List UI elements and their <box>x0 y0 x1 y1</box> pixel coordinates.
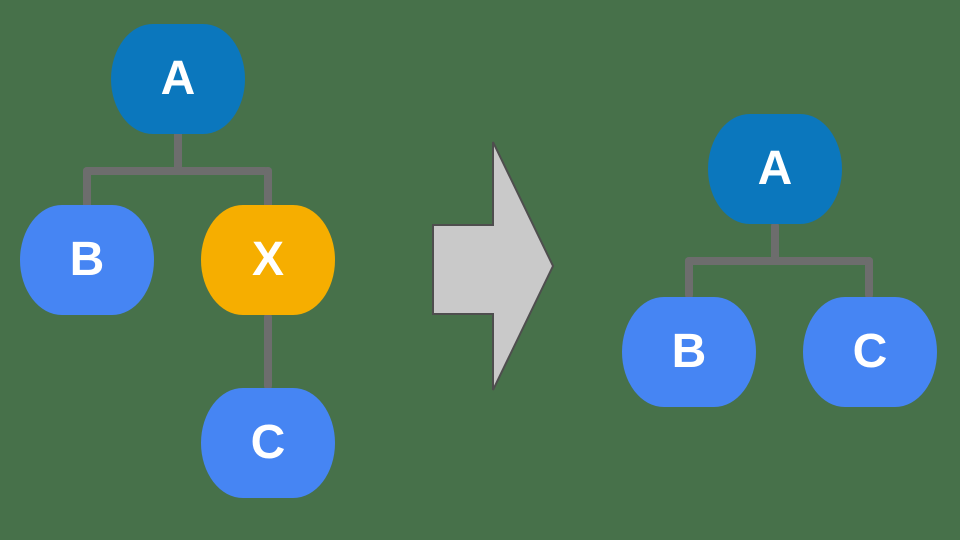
edge-a-to-b <box>83 167 91 209</box>
edge-x-to-c <box>264 313 272 390</box>
edge-a-to-x <box>264 167 272 209</box>
edge-children-bar <box>685 257 873 265</box>
node-label: C <box>852 325 888 378</box>
node-label: X <box>251 233 284 286</box>
node-b-after: B <box>622 297 756 407</box>
node-label: B <box>69 233 105 286</box>
node-a-before: A <box>111 24 245 134</box>
edge-a-stub <box>174 130 182 175</box>
edge-children-bar <box>83 167 272 175</box>
node-label: A <box>160 52 196 105</box>
edge-a-to-c <box>865 257 873 299</box>
edge-a-to-b <box>685 257 693 299</box>
edge-a-stub <box>771 222 779 261</box>
node-label: C <box>250 416 286 469</box>
node-a-after: A <box>708 114 842 224</box>
node-b-before: B <box>20 205 154 315</box>
node-label: B <box>671 325 707 378</box>
node-x-before: X <box>201 205 335 315</box>
node-c-before: C <box>201 388 335 498</box>
node-c-after: C <box>803 297 937 407</box>
right-arrow-icon <box>432 141 555 391</box>
node-label: A <box>757 142 793 195</box>
